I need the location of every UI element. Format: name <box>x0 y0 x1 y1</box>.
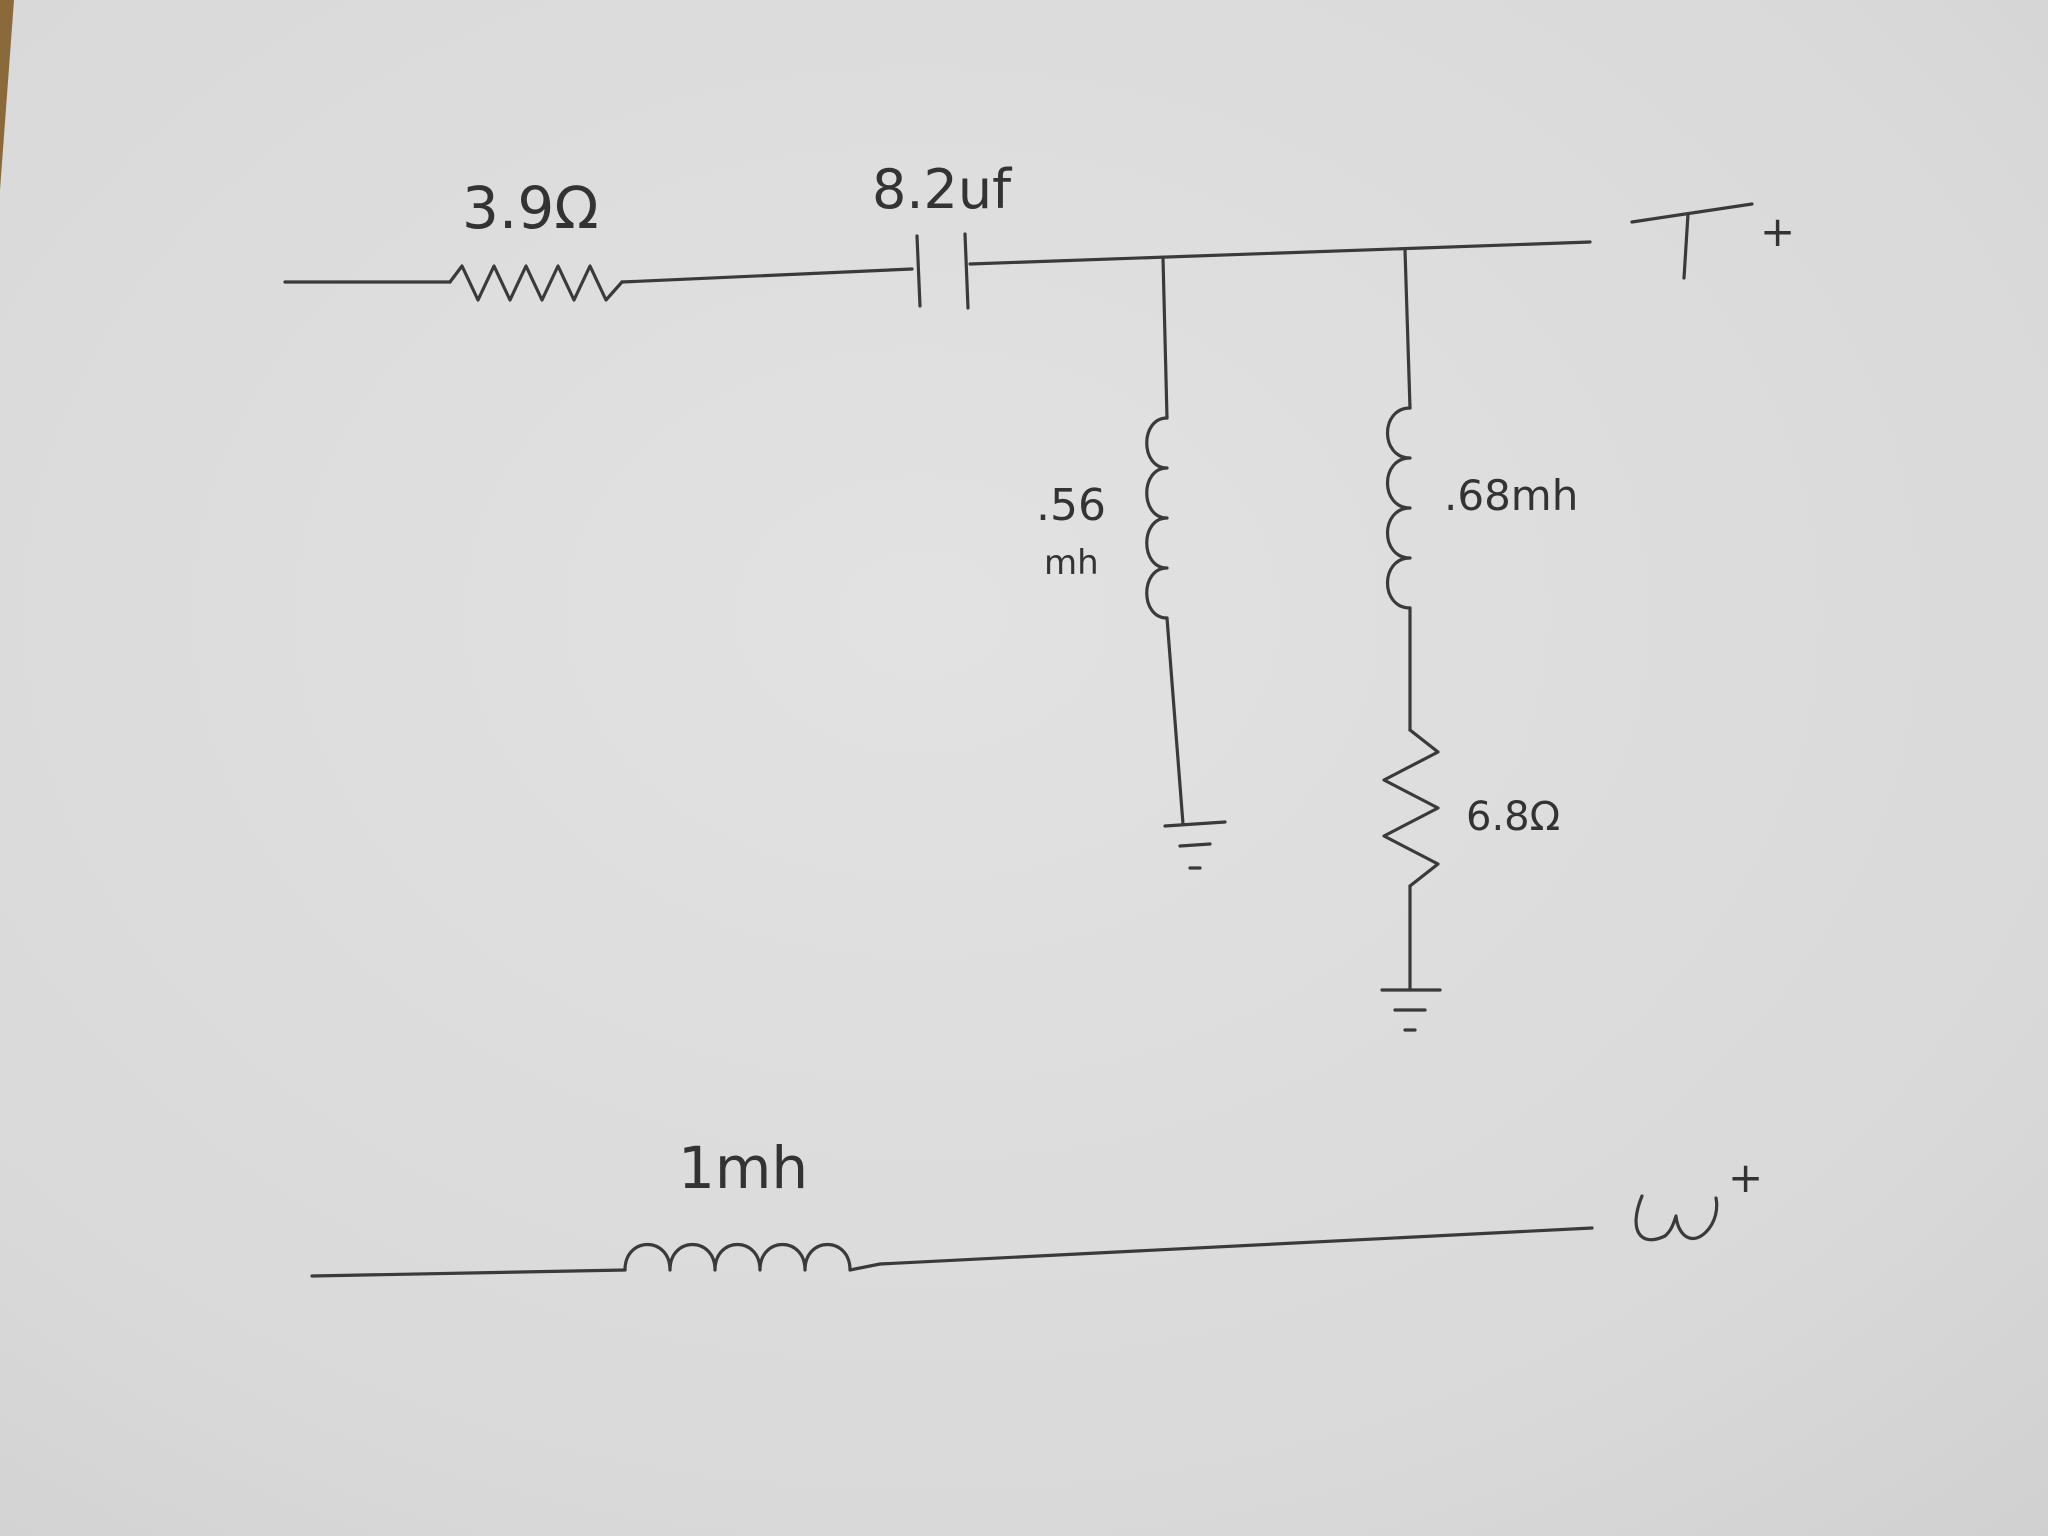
ground-symbol-icon <box>1380 988 1442 1032</box>
resistor-zigzag-icon <box>1382 728 1440 888</box>
tweeter-top-rail <box>968 240 1592 266</box>
wire-to-capacitor <box>620 267 914 284</box>
resistor-value-label: 3.9Ω <box>462 174 599 242</box>
woofer-input-wire <box>310 1268 627 1278</box>
tweeter-plus-sign: + <box>1760 207 1795 256</box>
capacitor-value-label: 8.2uf <box>872 158 1013 221</box>
shunt-inductor-unit-label: mh <box>1044 543 1099 583</box>
inductor-coil-icon <box>1145 416 1169 620</box>
capacitor-plates-icon <box>915 232 970 310</box>
shunt-inductor-value-label: .56 <box>1036 480 1106 531</box>
zobel-inductor-value-label: .68mh <box>1444 471 1578 520</box>
tweeter-terminal-letter <box>1630 202 1754 280</box>
resistor-zigzag-icon <box>448 264 624 302</box>
woofer-output-wire <box>878 1226 1594 1266</box>
woofer-plus-sign: + <box>1728 1153 1763 1202</box>
ground-symbol-icon <box>1163 820 1227 870</box>
desk-edge <box>0 0 14 190</box>
shunt-branch-wire-bottom <box>1165 616 1185 826</box>
shunt-branch-wire-top <box>1161 256 1169 420</box>
zobel-resistor-value-label: 6.8Ω <box>1466 794 1560 840</box>
woofer-terminal-label: W <box>1670 1229 1671 1231</box>
woofer-inductor-value-label: 1mh <box>678 1134 808 1202</box>
zobel-branch-wire-top <box>1403 248 1412 410</box>
inductor-coil-icon <box>1386 406 1412 610</box>
inductor-coil-icon <box>623 1243 882 1272</box>
woofer-terminal-letter <box>1634 1194 1719 1242</box>
